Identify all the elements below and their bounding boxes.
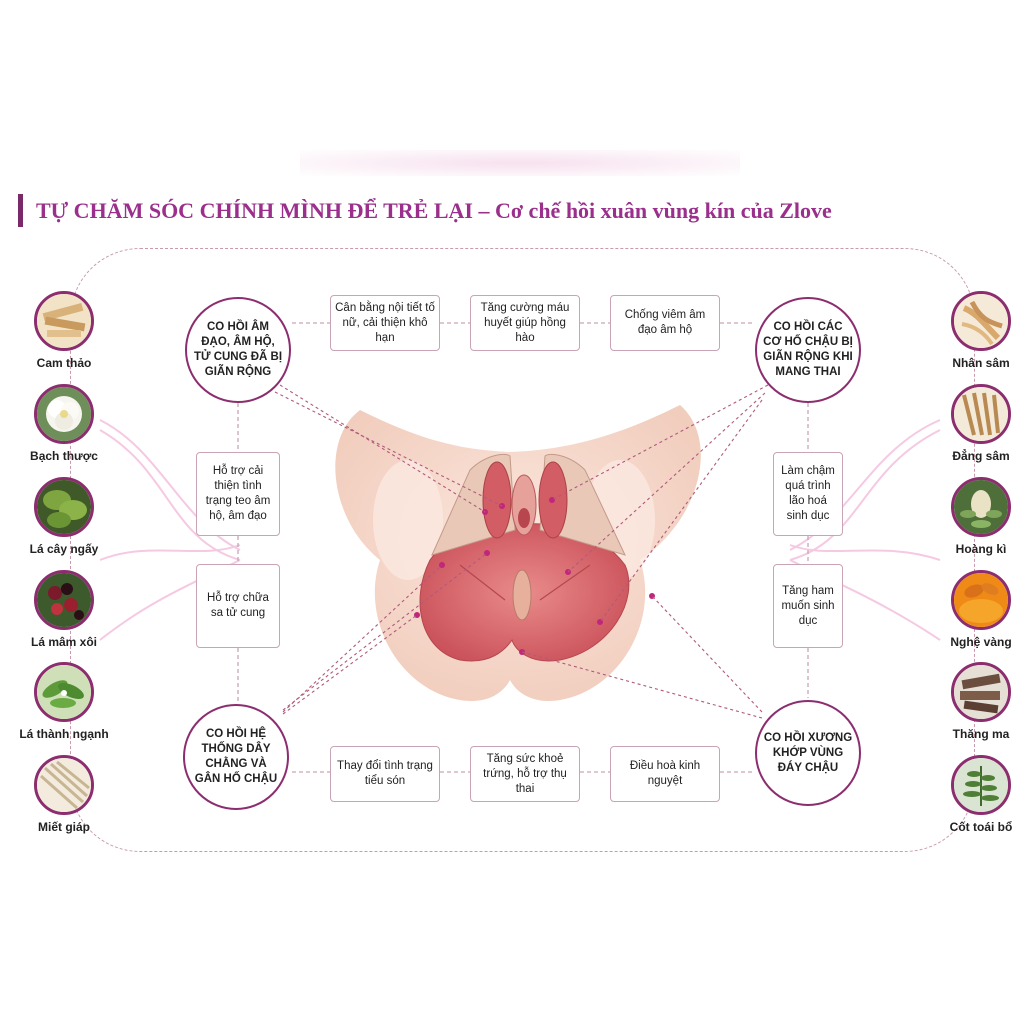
herb-dang-sam: Đẳng sâm [926,384,1024,463]
herb-la-cay-ngay: Lá cây ngấy [9,477,119,556]
leader-lines [274,384,769,719]
herb-thang-ma: Thăng ma [926,662,1024,741]
box-prolapse-support: Hỗ trợ chữa sa tử cung [196,564,280,648]
herb-bach-thuoc: Bạch thược [9,384,119,463]
herb-cot-toai-bo: Cốt toái bổ [926,755,1024,834]
box-hormone-balance: Cân bằng nội tiết tố nữ, cải thiện khô h… [330,295,440,351]
cimicifuga-root-icon [951,662,1011,722]
title-rest: Cơ chế hồi xuân vùng kín của Zlove [489,198,832,223]
herb-hoang-ki: Hoàng kì [926,477,1024,556]
circle-pelvic-muscles: CO HỒI CÁC CƠ HỐ CHẬU BỊ GIÃN RỘNG KHI M… [755,297,861,403]
herb-label: Miết giáp [37,820,90,834]
ngay-leaf-icon [34,477,94,537]
herb-label: Lá mâm xôi [30,635,98,649]
circle-vaginal-tightening: CO HỒI ÂM ĐẠO, ÂM HỘ, TỬ CUNG ĐÃ BỊ GIÃN… [185,297,291,403]
herb-label: Hoàng kì [955,542,1007,556]
circle-ligaments: CO HỒI HỆ THỐNG DÂY CHẰNG VÀ GÂN HỐ CHẬU [183,704,289,810]
pelvis-illustration [335,405,701,701]
box-anti-inflammation: Chống viêm âm đạo âm hộ [610,295,720,351]
herb-label: Lá cây ngấy [29,542,99,556]
licorice-root-icon [34,291,94,351]
drynaria-fern-icon [951,755,1011,815]
herb-label: Bạch thược [30,449,98,463]
herb-label: Nghệ vàng [950,635,1012,649]
herb-label: Cam thảo [36,356,92,370]
herb-label: Nhân sâm [952,356,1010,370]
box-fertility: Tăng sức khoẻ trứng, hỗ trợ thụ thai [470,746,580,802]
white-peony-icon [34,384,94,444]
title-accent-bar [18,194,23,227]
herb-nghe-vang: Nghệ vàng [926,570,1024,649]
box-blood-circulation: Tăng cường máu huyết giúp hồng hào [470,295,580,351]
box-libido: Tăng ham muốn sinh dục [773,564,843,648]
thanh-nganh-leaf-icon [34,662,94,722]
herb-la-mam-xoi: Lá mâm xôi [9,570,119,649]
herb-miet-giap: Miết giáp [9,755,119,834]
turmeric-icon [951,570,1011,630]
astragalus-icon [951,477,1011,537]
herb-label: Lá thành ngạnh [19,727,109,741]
herb-label: Thăng ma [952,727,1010,741]
herb-cam-thao: Cam thảo [9,291,119,370]
herb-la-thanh-nganh: Lá thành ngạnh [9,662,119,741]
herb-nhan-sam: Nhân sâm [926,291,1024,370]
box-atrophy-support: Hỗ trợ cải thiện tình trạng teo âm hộ, â… [196,452,280,536]
title-bold: TỰ CHĂM SÓC CHÍNH MÌNH ĐỂ TRẺ LẠI – [36,198,490,223]
grid-connectors [237,322,809,773]
circle-perineal-bones: CO HỒI XƯƠNG KHỚP VÙNG ĐÁY CHẬU [755,700,861,806]
top-glow [300,150,740,176]
page-title: TỰ CHĂM SÓC CHÍNH MÌNH ĐỂ TRẺ LẠI – Cơ c… [36,196,832,226]
ginseng-icon [951,291,1011,351]
box-menstruation: Điều hoà kinh nguyệt [610,746,720,802]
raspberry-leaf-icon [34,570,94,630]
herb-label: Đẳng sâm [952,449,1010,463]
box-slow-aging: Làm chậm quá trình lão hoá sinh dục [773,452,843,536]
box-incontinence: Thay đổi tình trạng tiểu són [330,746,440,802]
turtle-shell-icon [34,755,94,815]
codonopsis-root-icon [951,384,1011,444]
herb-label: Cốt toái bổ [949,820,1013,834]
